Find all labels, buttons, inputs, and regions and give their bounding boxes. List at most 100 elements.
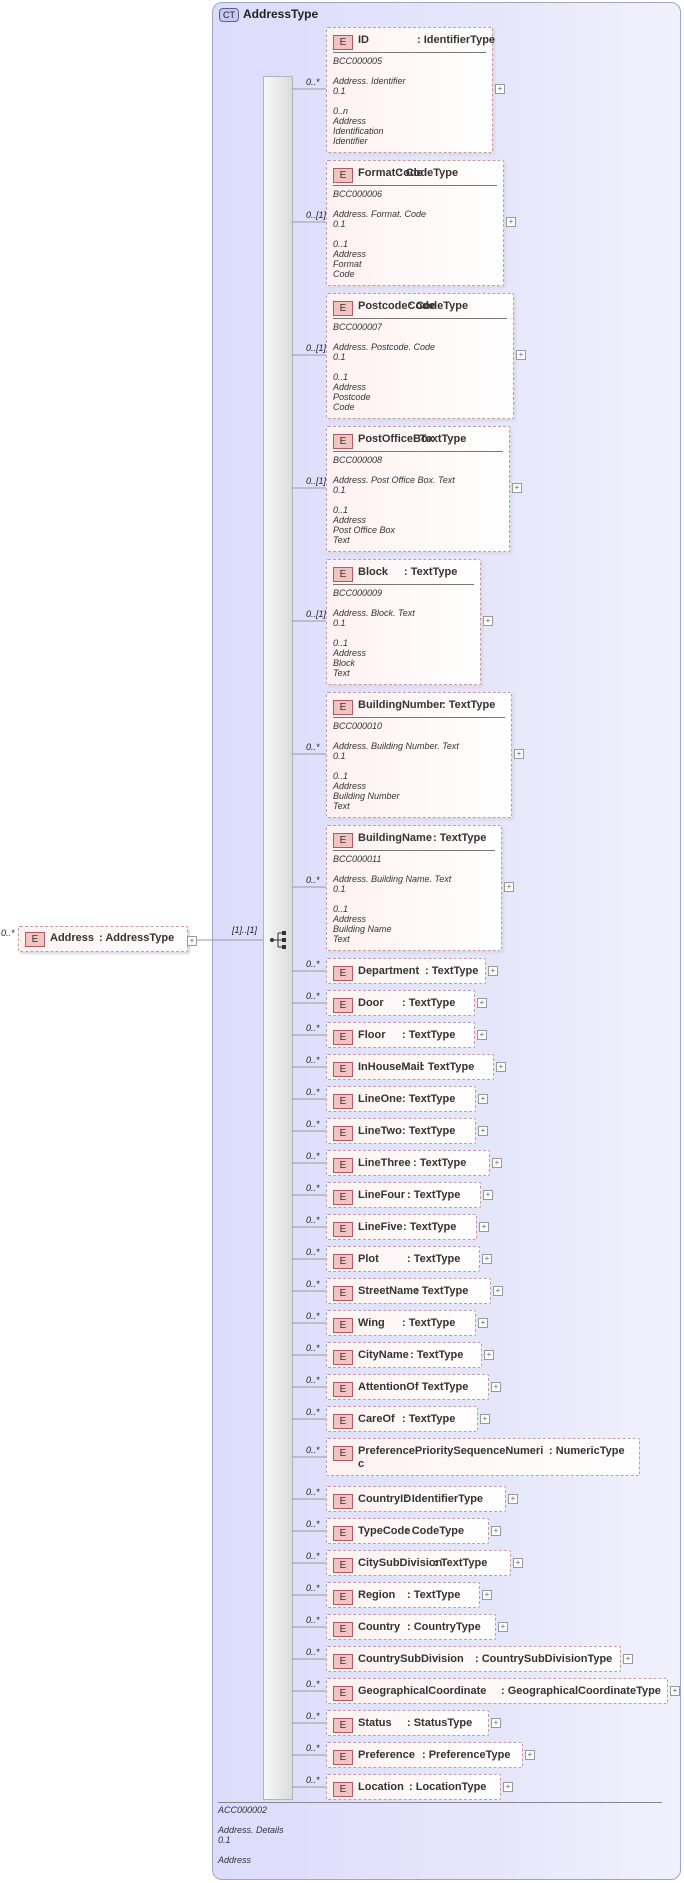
element-multiplicity: 0..* <box>306 959 320 969</box>
element-multiplicity: 0..* <box>306 1311 320 1321</box>
expand-icon[interactable]: + <box>504 882 514 892</box>
element-badge: E <box>333 1030 353 1045</box>
expand-icon[interactable]: + <box>506 217 516 227</box>
expand-icon[interactable]: + <box>491 1382 501 1392</box>
element-type: : StatusType <box>407 1717 473 1729</box>
element-multiplicity: 0..* <box>306 1247 320 1257</box>
expand-icon[interactable]: + <box>516 350 526 360</box>
expand-icon[interactable]: + <box>491 1526 501 1536</box>
expand-icon[interactable]: + <box>513 1558 523 1568</box>
expand-icon[interactable]: + <box>623 1654 633 1664</box>
root-element-address[interactable]: E Address : AddressType <box>18 926 188 952</box>
expand-icon[interactable]: + <box>670 1686 680 1696</box>
expand-icon[interactable]: + <box>484 1350 494 1360</box>
expand-icon[interactable]: + <box>478 1126 488 1136</box>
expand-icon[interactable]: + <box>503 1782 513 1792</box>
expand-icon[interactable]: + <box>480 1414 490 1424</box>
element-multiplicity: 0..* <box>306 1375 320 1385</box>
expand-icon[interactable]: + <box>495 84 505 94</box>
element-type: : TextType <box>425 965 479 977</box>
expand-icon[interactable]: + <box>479 1222 489 1232</box>
element-badge: E <box>333 567 353 582</box>
expand-icon[interactable]: + <box>496 1062 506 1072</box>
element-name: Plot <box>358 1253 379 1265</box>
element-multiplicity: 0..* <box>306 1775 320 1785</box>
element-name: StreetName <box>358 1285 420 1297</box>
expand-icon[interactable]: + <box>483 616 493 626</box>
element-name: AttentionOf <box>358 1381 419 1393</box>
expand-icon[interactable]: + <box>187 936 197 946</box>
element-name: Floor <box>358 1029 386 1041</box>
element-badge: E <box>333 1718 353 1733</box>
element-type: : TextType <box>442 699 496 711</box>
element-doc-separator <box>333 185 497 186</box>
element-name: PreferencePrioritySequenceNumeri <box>358 1445 544 1457</box>
element-name: PostcodeCode <box>358 300 436 312</box>
element-type: : TextType <box>413 433 467 445</box>
element-badge: E <box>333 1350 353 1365</box>
expand-icon[interactable]: + <box>483 1190 493 1200</box>
element-type: : CodeType <box>405 1525 465 1537</box>
element-badge: E <box>333 35 353 50</box>
expand-icon[interactable]: + <box>482 1590 492 1600</box>
expand-icon[interactable]: + <box>482 1254 492 1264</box>
element-name: LineTwo <box>358 1125 402 1137</box>
expand-icon[interactable]: + <box>488 966 498 976</box>
expand-icon[interactable]: + <box>492 1158 502 1168</box>
expand-icon[interactable]: + <box>508 1494 518 1504</box>
expand-icon[interactable]: + <box>514 749 524 759</box>
complex-type-badge: CT <box>219 8 239 22</box>
expand-icon[interactable]: + <box>477 998 487 1008</box>
expand-icon[interactable]: + <box>498 1622 508 1632</box>
complex-type-doc: ACC000002 Address. Details 0.1 Address <box>218 1805 284 1865</box>
element-multiplicity: 0..* <box>306 1151 320 1161</box>
element-name: PostOfficeBox <box>358 433 434 445</box>
expand-icon[interactable]: + <box>525 1750 535 1760</box>
element-badge: E <box>333 1446 353 1461</box>
expand-icon[interactable]: + <box>491 1718 501 1728</box>
expand-icon[interactable]: + <box>478 1094 488 1104</box>
element-name: BuildingNumber <box>358 699 444 711</box>
expand-icon[interactable]: + <box>478 1318 488 1328</box>
element-name: CitySubDivision <box>358 1557 443 1569</box>
expand-icon[interactable]: + <box>512 483 522 493</box>
element-badge: E <box>333 1494 353 1509</box>
expand-icon[interactable]: + <box>477 1030 487 1040</box>
expand-icon[interactable]: + <box>493 1286 503 1296</box>
element-badge: E <box>333 1558 353 1573</box>
element-doc: BCC000005 Address. Identifier 0.1 0..n A… <box>333 56 406 146</box>
